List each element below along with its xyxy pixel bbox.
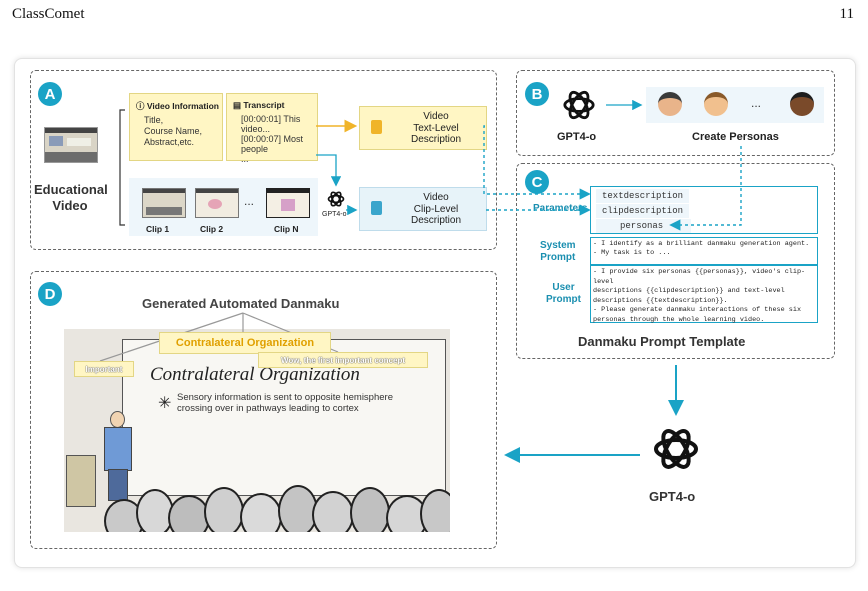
danmaku-right-text: Wow, the first important concept (280, 355, 405, 365)
document-icon (371, 120, 382, 134)
clip-1-thumbnail (142, 188, 186, 218)
danmaku-center-text: Contralateral Organization (175, 337, 315, 349)
clip-2-thumbnail (195, 188, 239, 218)
persona-avatar-2-icon (704, 92, 728, 116)
text-level-description-box: Video Text-Level Description (359, 106, 487, 150)
persona-avatar-1-icon (658, 92, 682, 116)
slide-line: crossing over in pathways leading to cor… (177, 403, 359, 414)
slide-line: Sensory information is sent to opposite … (177, 392, 393, 403)
danmaku-center: Contralateral Organization (159, 332, 331, 354)
param-clipdescription: clipdescription (596, 204, 690, 218)
user-prompt-line: descriptions {{clipdescription}} and tex… (593, 287, 785, 295)
transcript-icon: ▤ (233, 100, 242, 110)
clip-n-label: Clip N (274, 224, 299, 234)
clip-level-description-box: Video Clip-Level Description (359, 187, 487, 231)
param-personas: personas (596, 219, 692, 233)
system-prompt-line: - My task is to ... (593, 249, 671, 257)
video-information-title: Video Information (146, 101, 219, 111)
video-label-line-1: Educational (34, 182, 108, 197)
parameters-label: Parameters (533, 203, 588, 214)
badge-b: B (525, 82, 549, 106)
transcript-line: [00:00:07] Most (241, 134, 304, 144)
system-prompt-box: - I identify as a brilliant danmaku gene… (590, 237, 818, 265)
user-label-line: Prompt (546, 294, 581, 305)
danmaku-left: Important (74, 361, 134, 377)
system-prompt-line: - I identify as a brilliant danmaku gene… (593, 240, 810, 248)
transcript-line: ... (241, 154, 249, 164)
panel-d-title: Generated Automated Danmaku (142, 296, 340, 311)
text-level-line: Description (410, 134, 462, 145)
user-label-line: User (552, 282, 575, 293)
openai-logo-icon (563, 90, 595, 120)
clip-2-label: Clip 2 (200, 224, 224, 234)
lecturer-figure (100, 411, 134, 501)
badge-a: A (38, 82, 62, 106)
text-level-line: Text-Level (413, 122, 459, 134)
clip-level-line: Description (410, 215, 462, 226)
running-header: ClassComet (12, 6, 85, 22)
transcript-line: video... (241, 124, 271, 134)
openai-logo-icon (654, 429, 698, 469)
transcript-line: people (241, 144, 269, 154)
clip-1-label: Clip 1 (146, 224, 170, 234)
gpt-label-bottom: GPT4-o (649, 489, 696, 504)
gpt-small-label: GPT4-o (322, 211, 347, 218)
page-number: 11 (839, 6, 854, 22)
user-prompt-box: - I provide six personas {{personas}}, v… (590, 265, 818, 324)
video-info-line: Course Name, (144, 126, 203, 136)
transcript-line: [00:00:01] This (241, 114, 301, 124)
create-personas-label: Create Personas (692, 131, 779, 143)
video-info-line: Abstract,etc. (144, 137, 195, 147)
podium (66, 455, 96, 507)
panel-d (30, 271, 497, 549)
system-label-line: System (540, 240, 576, 251)
educational-video-thumbnail (44, 127, 98, 163)
danmaku-right: Wow, the first important concept (258, 352, 428, 368)
danmaku-left-text: Important (85, 364, 123, 374)
persona-avatar-3-icon (790, 92, 814, 116)
template-title: Danmaku Prompt Template (578, 334, 746, 349)
clip-n-thumbnail (266, 188, 310, 218)
user-prompt-line: personas through the whole learning vide… (593, 315, 765, 324)
gpt-label-b: GPT4-o (557, 131, 597, 143)
personas-ellipsis: ... (751, 96, 762, 110)
video-label-line-2: Video (52, 198, 88, 213)
transcript-box: ▤ Transcript [00:00:01] This video... [0… (226, 93, 318, 164)
clips-ellipsis: ... (244, 194, 255, 208)
text-level-line: Video (423, 111, 449, 122)
openai-logo-icon (327, 191, 345, 207)
document-icon (371, 201, 382, 215)
user-prompt-line: - I provide six personas {{personas}}, v… (593, 268, 806, 286)
user-prompt-line: - Please generate danmaku interactions o… (593, 306, 802, 314)
clip-level-line: Video (423, 192, 449, 203)
system-label-line: Prompt (540, 252, 576, 263)
slide-title: Contralateral Organization (150, 364, 360, 385)
param-textdescription: textdescription (596, 189, 690, 203)
panel-b (516, 70, 835, 156)
panel-a (30, 70, 497, 250)
badge-d: D (38, 282, 62, 306)
transcript-title: Transcript (243, 100, 285, 110)
asterisk-icon: ✳ (158, 395, 172, 412)
clip-level-line: Clip-Level (413, 203, 459, 215)
user-prompt-label: User Prompt (546, 282, 581, 306)
info-icon: ⓘ (136, 101, 145, 111)
video-info-line: Title, (144, 115, 164, 125)
user-prompt-line: descriptions {{textdescription}}. (593, 296, 728, 305)
system-prompt-label: System Prompt (540, 240, 576, 264)
educational-video-label: Educational Video (34, 182, 108, 214)
badge-c: C (525, 170, 549, 194)
video-information-box: ⓘ Video Information Title, Course Name, … (129, 93, 223, 161)
audience-row (64, 477, 450, 532)
panel-c (516, 163, 835, 359)
